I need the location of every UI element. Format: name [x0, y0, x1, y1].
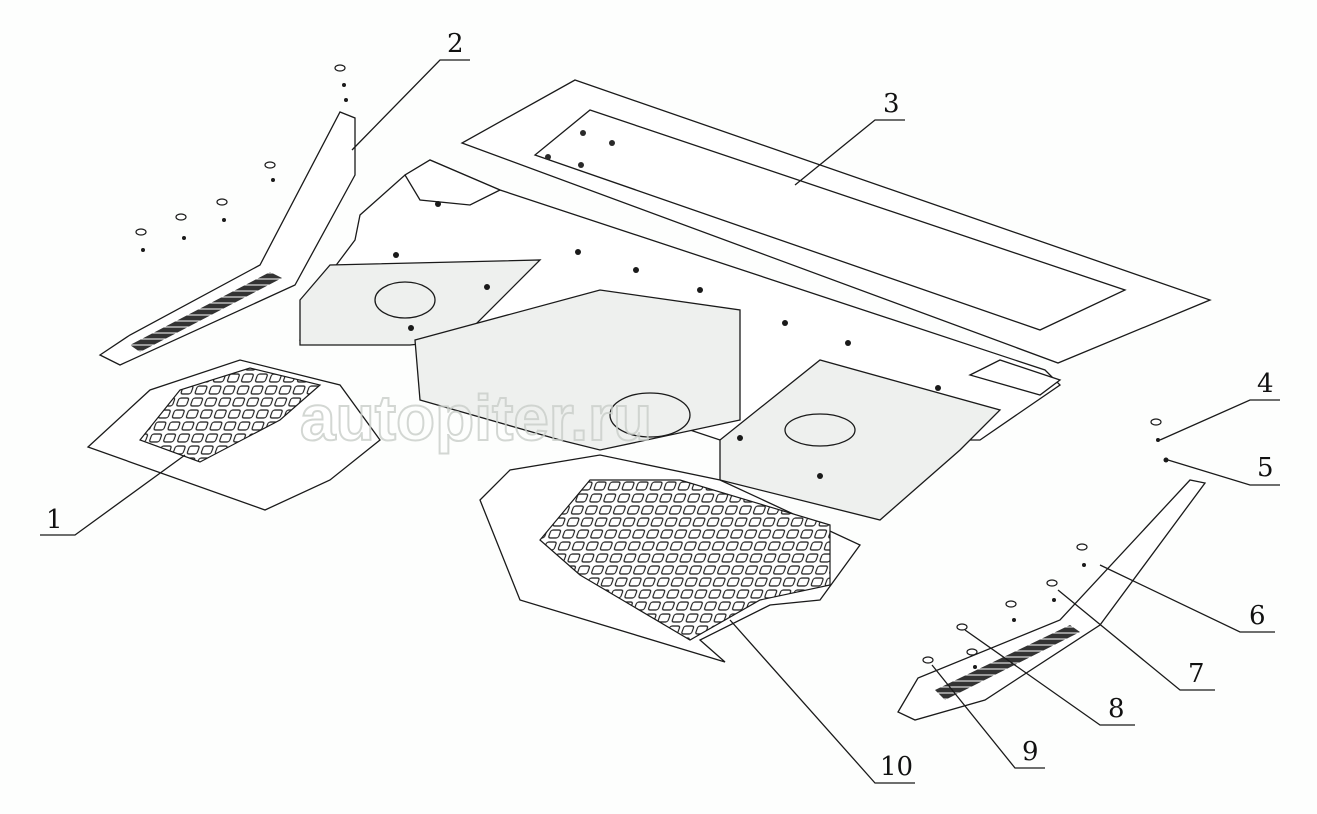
callout-2: 2 — [447, 29, 464, 59]
callout-4: 4 — [1257, 369, 1274, 399]
callout-1: 1 — [46, 505, 63, 535]
callout-6: 6 — [1249, 601, 1266, 631]
watermark: autopiter.ru — [300, 382, 652, 454]
left-sill-part-2 — [98, 111, 356, 366]
callout-7: 7 — [1188, 659, 1205, 689]
center-floor-mat-part-10 — [479, 454, 861, 663]
leader-lines — [40, 59, 1280, 784]
callout-5: 5 — [1257, 453, 1274, 483]
right-sill-part-6 — [897, 479, 1207, 721]
fasteners — [135, 64, 1162, 664]
floor-panel — [299, 159, 1062, 521]
callout-3: 3 — [883, 89, 900, 119]
callout-9: 9 — [1022, 737, 1039, 767]
rear-panel-part-3 — [460, 79, 1212, 364]
callout-10: 10 — [880, 752, 913, 782]
callout-8: 8 — [1108, 694, 1125, 724]
